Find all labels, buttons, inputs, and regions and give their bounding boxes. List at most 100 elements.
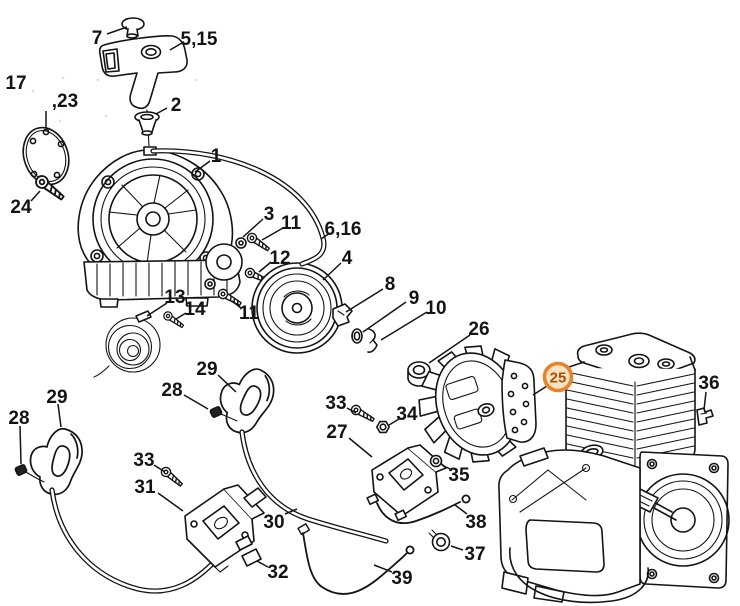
callout-label-30: 30 (263, 512, 284, 533)
callout-label-12: 12 (269, 248, 290, 269)
callout-leader-36 (703, 391, 707, 411)
callout-leader-32 (256, 560, 269, 568)
short-circuit-wire-38 (376, 494, 471, 525)
callout-leader-9 (362, 301, 407, 333)
highlighted-callout-leader (532, 385, 548, 396)
rope-bushing (134, 111, 160, 136)
highlighted-callout-label: 25 (550, 370, 567, 387)
collar-nut-26 (407, 361, 431, 387)
callout-label-37: 37 (464, 544, 485, 565)
callout-leader-28 (19, 425, 22, 465)
callout-label-2: 2 (171, 95, 182, 116)
starter-cover-disc (204, 237, 247, 290)
callout-label-515: 5,15 (181, 29, 218, 50)
callout-leader-33 (346, 407, 357, 414)
clip-ring (351, 328, 363, 344)
callout-leader-3 (242, 218, 264, 238)
cylinder-crankcase (498, 332, 730, 604)
highlighted-callout-badge[interactable]: 25 (542, 361, 574, 393)
grommet-37 (428, 529, 451, 552)
callout-leader-8 (345, 288, 384, 313)
callout-leader-515 (169, 42, 183, 51)
callout-label-32: 32 (267, 562, 288, 583)
callout-leader-29 (217, 374, 237, 393)
callout-label-28: 28 (8, 408, 29, 429)
plug-28-middle (209, 406, 238, 422)
sleeve-32 (235, 535, 262, 567)
screw-11-top (244, 230, 272, 255)
callout-leader-4 (322, 262, 342, 281)
callout-label-13: 13 (164, 287, 185, 308)
callout-leader-26 (428, 334, 471, 364)
callout-label-29: 29 (196, 359, 217, 380)
callout-leader-33 (153, 464, 166, 473)
callout-leader-31 (157, 492, 184, 512)
callout-leader-13 (146, 302, 168, 317)
callout-leader-616 (320, 232, 331, 240)
screw-33-left (158, 464, 186, 490)
callout-leader-34 (388, 418, 400, 426)
callout-label-23: ,23 (52, 91, 78, 112)
pawl-spring (367, 328, 378, 353)
callout-label-1: 1 (211, 146, 222, 167)
callout-label-8: 8 (385, 274, 396, 295)
callout-label-28: 28 (161, 380, 182, 401)
callout-label-29: 29 (46, 387, 67, 408)
hex-nut-34 (376, 420, 390, 434)
callout-label-616: 6,16 (325, 219, 362, 240)
callout-label-17: 17 (5, 73, 26, 94)
screw-33-right (348, 402, 377, 425)
spring-clip-36 (696, 407, 714, 426)
callout-label-11: 11 (281, 213, 302, 234)
callout-leader-1 (194, 160, 211, 173)
callout-leader-37 (450, 545, 464, 551)
callout-leader-29 (57, 403, 62, 428)
rewind-spring (93, 310, 161, 378)
callout-label-26: 26 (468, 319, 489, 340)
fan-housing (77, 146, 241, 308)
callout-leader-39 (373, 564, 393, 573)
callout-label-38: 38 (465, 512, 486, 533)
callout-label-14: 14 (184, 299, 206, 320)
callout-leader-24 (30, 190, 41, 202)
starter-rope (150, 148, 327, 267)
callout-label-34: 34 (396, 404, 418, 425)
callout-label-3: 3 (264, 204, 275, 225)
flywheel (418, 345, 537, 463)
elastostart-grip-middle (214, 362, 279, 439)
callout-leader-30 (284, 508, 298, 515)
callout-label-33: 33 (133, 450, 154, 471)
starter-grip-assembly (98, 17, 188, 147)
callout-leader-28 (183, 394, 209, 410)
callout-leader-38 (454, 504, 468, 515)
callout-label-9: 9 (409, 288, 420, 309)
cover-plate (22, 126, 70, 186)
callout-label-24: 24 (10, 197, 32, 218)
callout-label-39: 39 (391, 568, 412, 589)
callout-label-10: 10 (425, 298, 446, 319)
grip-rope-left (49, 487, 223, 594)
callout-label-7: 7 (92, 28, 103, 49)
pawl (332, 303, 353, 327)
callout-leader-35 (441, 464, 453, 471)
callout-leader-7 (106, 26, 128, 35)
callout-label-36: 36 (698, 373, 719, 394)
callout-label-35: 35 (448, 465, 470, 486)
rope-rotor (251, 262, 343, 354)
washer-35 (429, 454, 443, 468)
callout-leader-10 (380, 311, 428, 341)
callout-leader-2 (155, 107, 168, 115)
callout-leader-11 (231, 300, 242, 309)
short-circuit-wire-39 (297, 523, 415, 595)
callout-leader-11 (261, 227, 284, 241)
highlight-ring[interactable] (542, 361, 574, 393)
callout-leader-12 (258, 261, 272, 273)
ignition-module-31 (184, 484, 267, 573)
callout-label-33: 33 (325, 393, 346, 414)
screw-14 (161, 309, 186, 331)
callout-label-27: 27 (326, 422, 347, 443)
callout-label-31: 31 (134, 477, 156, 498)
